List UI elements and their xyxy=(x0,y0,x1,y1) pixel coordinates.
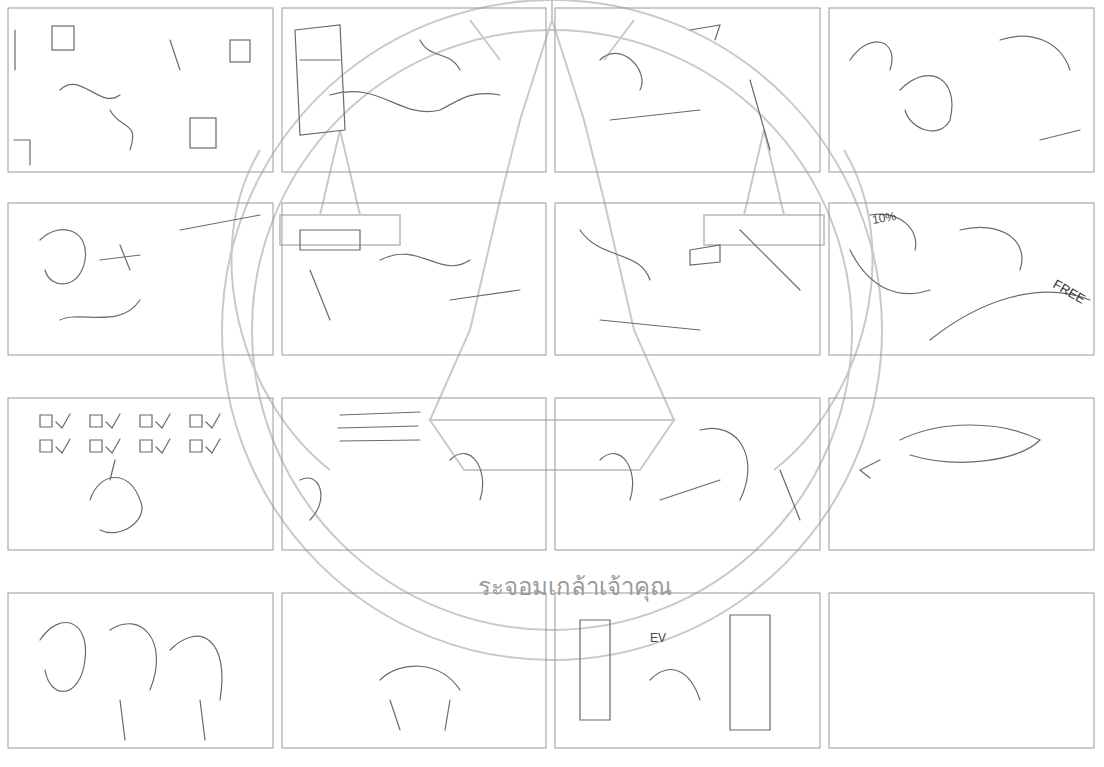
storyboard-frames xyxy=(8,8,1094,748)
sketch-note: FREE xyxy=(1051,277,1088,306)
sketch-note: EV xyxy=(650,632,666,644)
sketch-note: 10% xyxy=(871,210,897,226)
seal-watermark xyxy=(222,0,882,660)
watermark-text: ระจอมเกล้าเจ้าคุณ xyxy=(478,575,672,599)
pencil-sketches xyxy=(14,25,1090,740)
